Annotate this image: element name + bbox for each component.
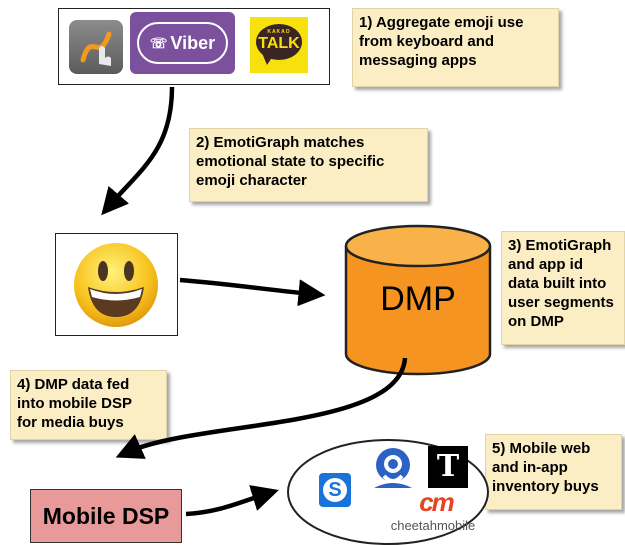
step-4-note: 4) DMP data fed into mobile DSP for medi… — [10, 370, 167, 440]
viber-icon: ☏ Viber — [130, 12, 235, 74]
cheetahmobile-mark-icon: cm — [419, 487, 455, 517]
step-1-note: 1) Aggregate emoji use from keyboard and… — [352, 8, 559, 87]
shazam-icon: S — [319, 473, 351, 507]
arrow-dsp-to-inventory — [185, 485, 279, 517]
viber-phone-icon: ☏ — [149, 34, 168, 51]
step-3-note: 3) EmotiGraph and app id data built into… — [501, 231, 625, 345]
mobile-dsp-box: Mobile DSP — [30, 489, 182, 543]
step-2-note: 2) EmotiGraph matches emotional state to… — [189, 128, 428, 202]
step-5-note: 5) Mobile web and in-app inventory buys — [485, 434, 622, 510]
dmp-label: DMP — [380, 280, 456, 318]
cheetahmobile-label: cheetahmobile — [390, 518, 476, 533]
blue-g-logo-icon — [370, 446, 416, 490]
nyt-logo-icon: T — [428, 446, 468, 488]
arrow-emoji-to-dmp — [179, 277, 326, 307]
mobile-dsp-label: Mobile DSP — [42, 502, 170, 529]
swype-keyboard-icon — [69, 20, 123, 74]
viber-label: Viber — [170, 32, 216, 53]
kakaotalk-small-label: KAKAO — [267, 29, 291, 35]
grinning-face-emoji-icon — [72, 241, 160, 329]
arrow-apps-to-emoji — [101, 86, 175, 216]
kakaotalk-label: TALK — [258, 35, 300, 52]
kakaotalk-icon: KAKAO TALK — [250, 17, 308, 73]
